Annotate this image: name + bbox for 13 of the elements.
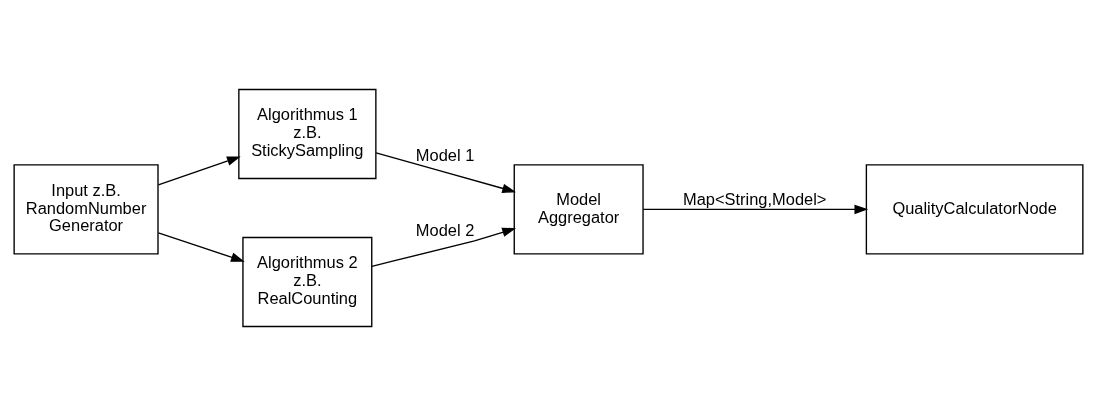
edge-label: Model 1: [415, 145, 475, 164]
node-box: Model Aggregator: [513, 164, 644, 255]
arrow: [157, 156, 241, 186]
node-box: Algorithmus 2 z.B. RealCounting: [242, 236, 373, 328]
arrow: [157, 232, 245, 262]
edge-label: Map<String,Model>: [682, 189, 827, 208]
arrow: [371, 227, 516, 267]
node-box: QualityCalculatorNode: [865, 164, 1084, 255]
arrow: [375, 152, 516, 194]
arrow: [642, 204, 869, 215]
node-box: Algorithmus 1 z.B. StickySampling: [238, 88, 377, 180]
edge-label: Model 2: [415, 221, 475, 240]
node-box: Input z.B. RandomNumber Generator: [13, 164, 159, 255]
